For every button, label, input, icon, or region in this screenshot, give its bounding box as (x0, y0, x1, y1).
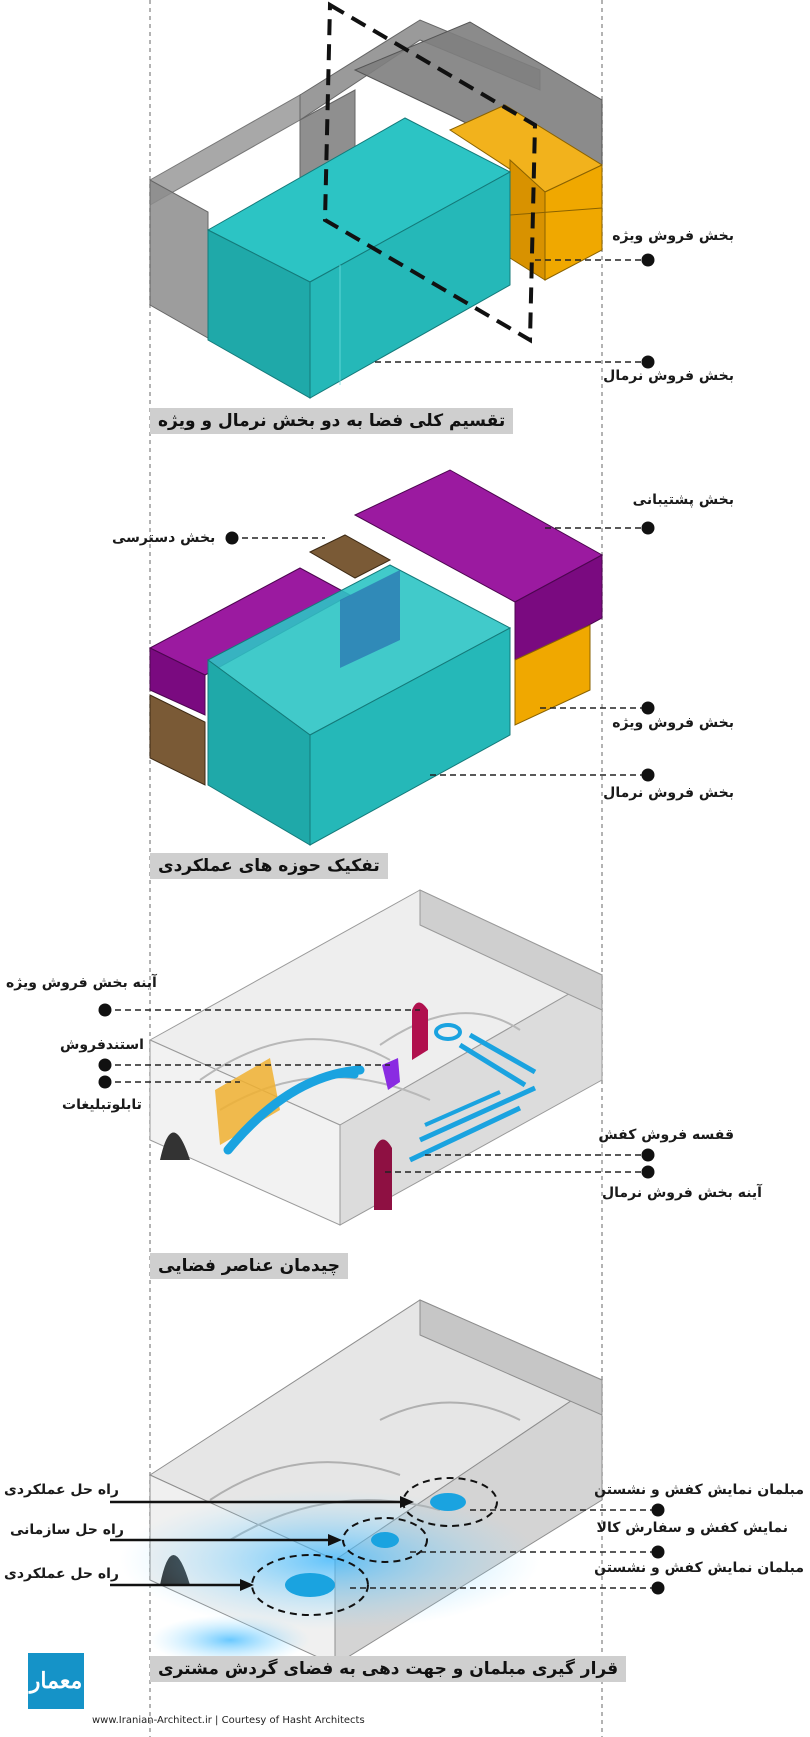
label-right-2: نمایش کفش و سفارش کالا (596, 1520, 788, 1536)
leader-dot-normal-1 (641, 355, 655, 369)
leader-dot-mirror-normal (641, 1165, 655, 1179)
label-left-1: راه حل عملکردی (4, 1482, 119, 1498)
leader-dot-billboard (98, 1075, 112, 1089)
orange-box-seam (509, 207, 603, 216)
violet-stand (382, 1058, 400, 1090)
caption-panel-4: قرار گیری مبلمان و جهت دهی به فضای گردش … (150, 1656, 627, 1682)
blue-stand-2 (276, 1070, 359, 1104)
panel-3-spatial-elements (148, 889, 604, 1226)
label-right-1: مبلمان نمایش کفش و نشستن (594, 1482, 804, 1498)
panel-3-leaders (98, 1003, 655, 1179)
brown-access-front (149, 694, 206, 786)
blue-shelf-4 (408, 1105, 522, 1163)
leader-dot-shoe-shelf (641, 1148, 655, 1162)
purple-left-front (149, 647, 206, 716)
panel-1-massing (149, 1, 604, 399)
label-access: بخش دسترسی (112, 530, 216, 546)
leader-dot-access (225, 531, 239, 545)
blue-shelf-3 (418, 1085, 537, 1143)
blue-overlap (340, 570, 400, 668)
label-stand: استندفروش (60, 1037, 144, 1053)
furniture-3 (285, 1573, 335, 1597)
furniture-1 (430, 1493, 466, 1511)
shell-back-wall-4 (419, 1299, 603, 1416)
caption-panel-3: چیدمان عناصر فضایی (150, 1253, 349, 1279)
furniture-2 (371, 1532, 399, 1548)
panel-2-functional-zones (148, 469, 604, 846)
magenta-mirror-normal (374, 1139, 392, 1210)
front-arch-3 (160, 1132, 190, 1160)
label-mirror-special: آینه بخش فروش ویژه (6, 975, 157, 991)
shell-back-wall-3 (419, 889, 603, 1011)
blue-shelf-5 (424, 1090, 501, 1127)
leader-dot-special-2 (641, 701, 655, 715)
blue-display-ring (434, 1023, 462, 1041)
panel-4-leaders (110, 1496, 665, 1595)
zone-ring-2 (342, 1517, 428, 1563)
purple-support-right (514, 554, 603, 666)
gray-mass-left-front (149, 179, 209, 339)
arrow-head-left-2 (328, 1534, 342, 1546)
label-left-3: راه حل عملکردی (4, 1566, 119, 1582)
magenta-mirror-special (412, 1002, 428, 1060)
gray-mass-top (149, 94, 301, 206)
circulation-glow-2 (150, 1615, 310, 1665)
blue-shelf-2 (468, 1032, 537, 1075)
panel-1-leaders (375, 253, 655, 369)
orange-special-right (514, 624, 591, 726)
publisher-logo: معمار (28, 1653, 84, 1709)
brown-access-top (308, 534, 392, 579)
teal-normal-right (309, 627, 511, 846)
leader-dot-right-1 (651, 1503, 665, 1517)
label-left-2: راه حل سازمانی (10, 1522, 124, 1538)
leader-dot-normal-2 (641, 768, 655, 782)
panel-2-leaders (225, 521, 655, 782)
leader-dot-right-2 (651, 1545, 665, 1559)
label-normal-sales-1: بخش فروش نرمال (603, 368, 734, 384)
label-special-sales-1: بخش فروش ویژه (612, 228, 734, 244)
leader-dot-support (641, 521, 655, 535)
label-right-3: مبلمان نمایش کفش و نشستن (594, 1560, 804, 1576)
circulation-glow (120, 1490, 540, 1630)
label-special-sales-2: بخش فروش ویژه (612, 715, 734, 731)
cutting-plane (322, 1, 538, 344)
shell-right-3 (339, 974, 603, 1226)
label-billboard: تابلوتبلیغات (62, 1097, 142, 1113)
zone-ring-3 (251, 1554, 369, 1616)
caption-panel-2: تفکیک حوزه های عملکردی (150, 853, 388, 879)
label-shoe-shelf: قفسه فروش کفش (598, 1127, 734, 1143)
teal-box-right (309, 171, 511, 399)
panel-4-furniture-circulation (120, 1299, 604, 1666)
label-normal-sales-2: بخش فروش نرمال (603, 785, 734, 801)
leader-dot-mirror-special (98, 1003, 112, 1017)
leader-dot-right-3 (651, 1581, 665, 1595)
arrow-head-left-3 (240, 1579, 254, 1591)
leader-dot-special-1 (641, 253, 655, 267)
caption-panel-1: تقسیم کلی فضا به دو بخش نرمال و ویژه (150, 408, 514, 434)
label-support: بخش پشتیبانی (632, 492, 734, 508)
yellow-billboard (215, 1058, 280, 1145)
blue-shelf-1 (458, 1042, 527, 1088)
orange-box-right (544, 164, 603, 281)
arrow-head-left-1 (400, 1496, 414, 1508)
leader-dot-stand (98, 1058, 112, 1072)
footer-credit: www.Iranian-Architect.ir | Courtesy of H… (92, 1715, 365, 1726)
label-mirror-normal: آینه بخش فروش نرمال (602, 1185, 762, 1201)
